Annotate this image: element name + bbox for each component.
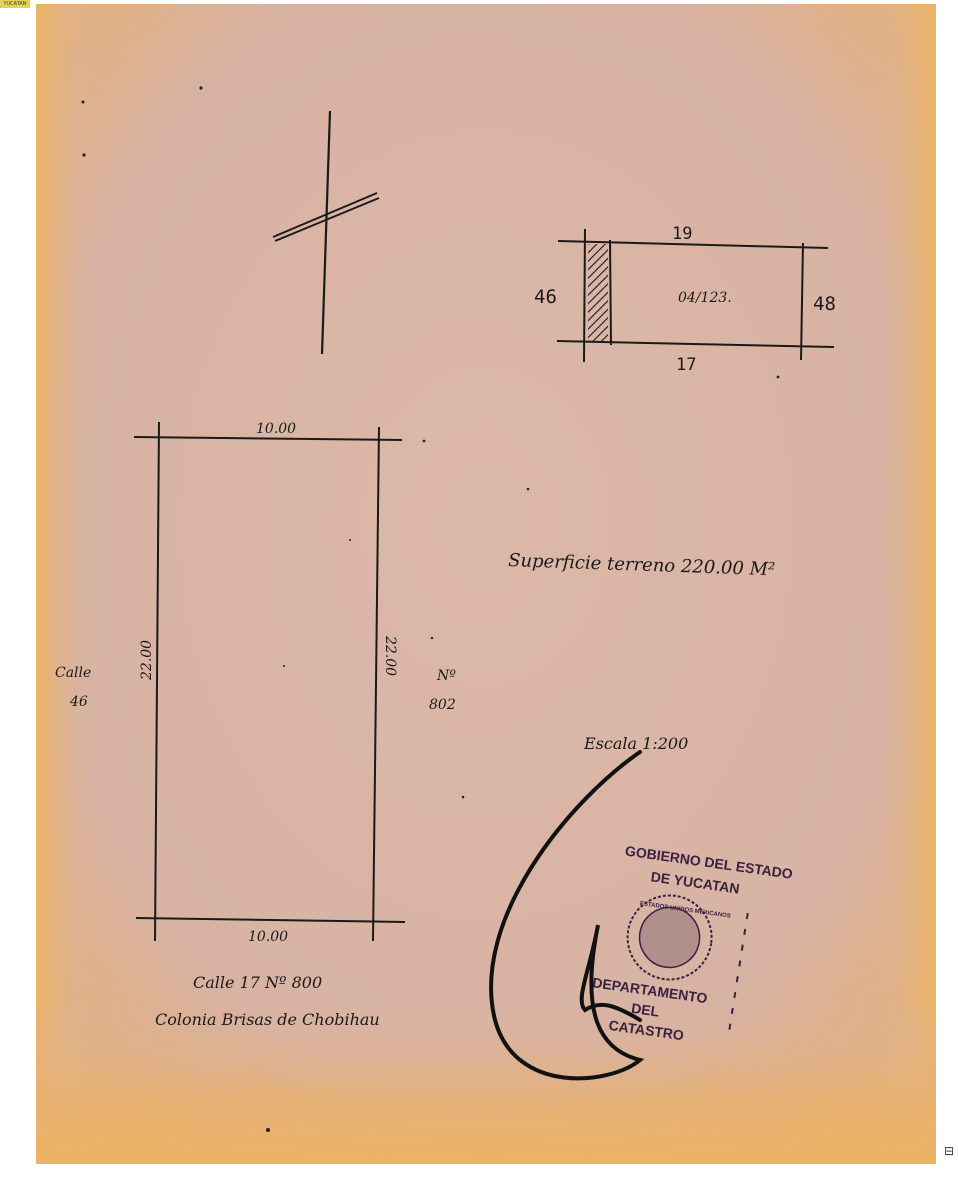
lot-right-depth: 22.00 (382, 635, 398, 676)
location-top-label: 19 (672, 224, 692, 244)
paper-specks (81, 86, 780, 1132)
scale-text: Escala 1:200 (583, 734, 688, 753)
lot-top-width: 10.00 (256, 421, 296, 437)
location-left-label: 46 (534, 286, 557, 308)
paper-right-edge (870, 4, 936, 1164)
lot-left-depth: 22.00 (139, 640, 155, 681)
location-right-label: 48 (813, 293, 836, 315)
signature (489, 750, 645, 1081)
address-line2: Colonia Brisas de Chobihau (155, 1010, 380, 1029)
mexican-seal-icon (626, 894, 713, 981)
north-arrow-icon (272, 110, 380, 355)
paper (36, 4, 936, 1164)
lot-plan: 10.00 10.00 22.00 22.00 (133, 421, 406, 945)
block-label: 04/123. (678, 290, 732, 306)
address-line1: Calle 17 Nº 800 (193, 973, 322, 992)
corner-tag: YUCATAN (0, 0, 30, 8)
stamp-line4: DEL (630, 1000, 660, 1020)
location-bottom-label: 17 (676, 355, 696, 375)
paper-left-edge (36, 4, 96, 1164)
paper-bottom-edge (36, 1000, 936, 1164)
lot-number-label: Nº (436, 668, 456, 684)
location-sketch: 19 17 46 48 04/123. (534, 224, 836, 375)
page-scroll-icon[interactable]: ⊟ (944, 1144, 955, 1158)
left-street-line1: Calle (55, 665, 91, 681)
lot-bottom-width: 10.00 (248, 929, 288, 945)
left-street-line2: 46 (69, 694, 88, 710)
lot-number-value: 802 (429, 697, 456, 713)
